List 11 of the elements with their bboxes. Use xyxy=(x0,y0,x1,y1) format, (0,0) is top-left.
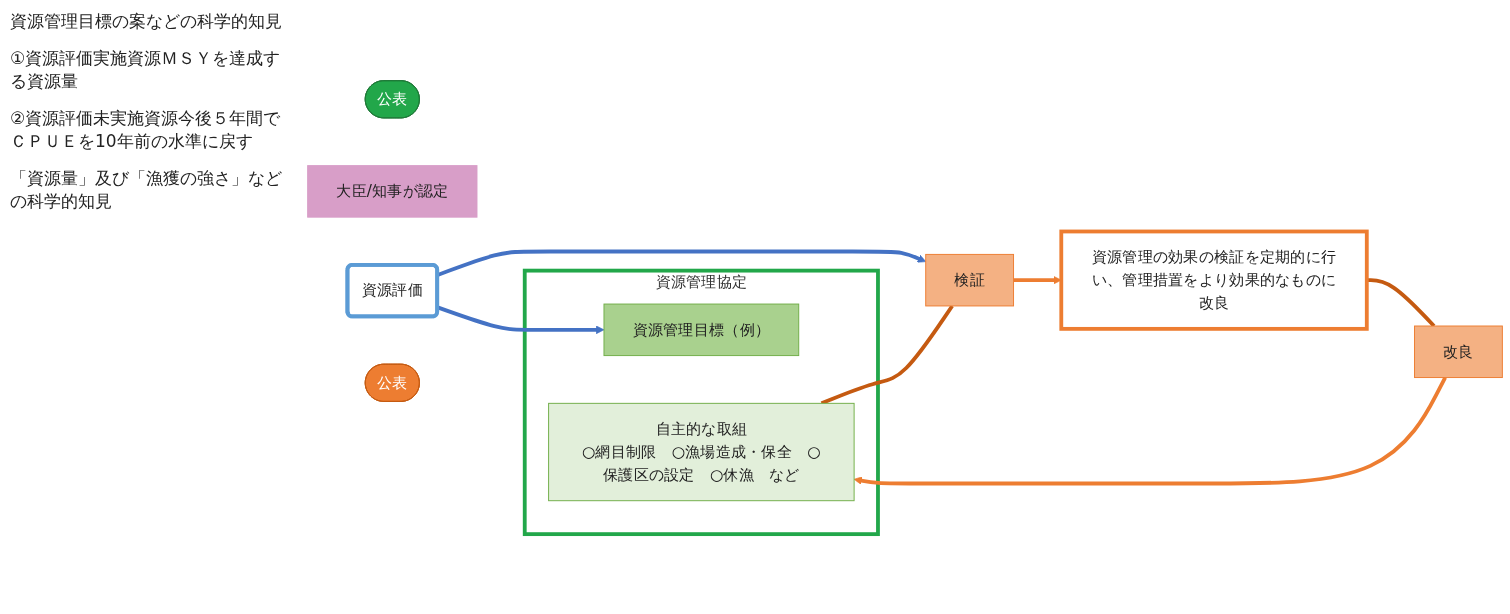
note-text: ①資源評価実施資源ＭＳＹを達成する資源量 xyxy=(10,47,282,93)
note-text: 「資源量」及び「漁獲の強さ」などの科学的知見 xyxy=(10,167,283,213)
node-box: 改良 xyxy=(1414,325,1503,378)
arrow xyxy=(853,376,1447,486)
node-box: 大臣/知事が認定 xyxy=(307,164,478,218)
node-box: 自主的な取組 ○網目制限 ○漁場造成・保全 ○保護区の設定 ○休漁 など xyxy=(548,402,855,501)
node-box: 検証 xyxy=(925,253,1015,307)
node-box: 資源管理の効果の検証を定期的に行い、管理措置をより効果的なものに改良 xyxy=(1059,229,1369,331)
note-text: 資源管理目標の案などの科学的知見 xyxy=(10,10,283,33)
node-box: 資源管理目標（例） xyxy=(603,303,800,356)
note-text: ②資源評価未実施資源今後５年間でＣＰＵＥを10年前の水準に戻す xyxy=(10,107,282,153)
